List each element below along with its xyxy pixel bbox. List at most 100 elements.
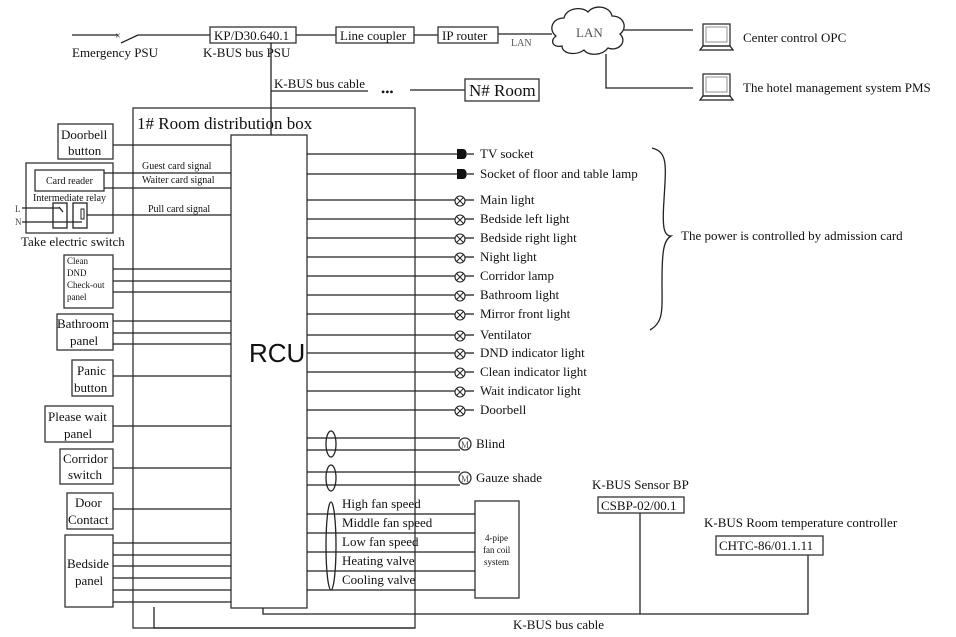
lamp-icon — [454, 386, 466, 398]
ip-router-label: IP router — [442, 28, 488, 43]
fan-coil-line3: system — [484, 557, 509, 567]
bedside-panel-line1: Bedside — [67, 556, 109, 571]
lamp-output: Main light — [307, 192, 535, 207]
lamp-icon — [454, 405, 466, 417]
lamp-output: Clean indicator light — [307, 364, 587, 379]
fan-coil-line1: 4-pipe — [485, 533, 508, 543]
lamp-icon — [454, 233, 466, 245]
fan-coil-line-label: Middle fan speed — [342, 515, 433, 530]
socket-output: TV socket — [307, 146, 534, 161]
output-label: Night light — [480, 249, 537, 264]
bathroom-panel-line2: panel — [70, 333, 99, 348]
fan-coil-line-label: Low fan speed — [342, 534, 419, 549]
doorbell-button-line1: Doorbell — [61, 127, 108, 142]
output-label: Corridor lamp — [480, 268, 554, 283]
output-label: DND indicator light — [480, 345, 585, 360]
emergency-psu-label: Emergency PSU — [72, 45, 159, 60]
distribution-box-title: 1# Room distribution box — [137, 114, 313, 133]
socket-output: Socket of floor and table lamp — [307, 166, 638, 181]
lamp-output: Mirror front light — [307, 306, 571, 321]
lan-cloud-icon — [551, 6, 625, 55]
output-label: Main light — [480, 192, 535, 207]
fan-coil-line-label: Heating valve — [342, 553, 415, 568]
computer-label: The hotel management system PMS — [743, 80, 931, 95]
lamp-icon — [454, 348, 466, 360]
blind-output: M Blind — [307, 430, 505, 458]
take-electric-switch-label: Take electric switch — [21, 234, 125, 249]
n-room-box — [464, 78, 540, 102]
panic-button-line2: button — [74, 380, 108, 395]
switch-cross-icon: × — [115, 31, 121, 42]
bathroom-panel-box — [56, 313, 114, 351]
output-label: Mirror front light — [480, 306, 571, 321]
relay-contact — [52, 202, 68, 229]
rcu-label: RCU — [249, 338, 305, 368]
panic-button-box — [71, 359, 114, 397]
thermostat-model: CHTC-86/01.1.11 — [719, 538, 813, 553]
lamp-icon — [454, 195, 466, 207]
door-contact-line2: Contact — [68, 512, 109, 527]
output-label: Bedside left light — [480, 211, 570, 226]
output-label: Ventilator — [480, 327, 532, 342]
blind-label: Blind — [476, 436, 505, 451]
psu-label: K-BUS bus PSU — [203, 45, 291, 60]
laptop-icon — [698, 23, 735, 51]
clean-panel-line2: DND — [67, 268, 87, 278]
rcu-box — [230, 134, 308, 609]
lamp-output: Bathroom light — [307, 287, 559, 302]
lamp-icon — [454, 367, 466, 379]
please-wait-line1: Please wait — [48, 409, 107, 424]
gauze-shade-label: Gauze shade — [476, 470, 542, 485]
lamp-output: Bedside left light — [307, 211, 570, 226]
output-label: TV socket — [480, 146, 534, 161]
clean-panel-line4: panel — [67, 292, 87, 302]
fan-coil-box — [474, 500, 520, 599]
bus-cable-label: K-BUS bus cable — [274, 76, 365, 91]
line-coupler-label: Line coupler — [340, 28, 407, 43]
output-label: Bedside right light — [480, 230, 577, 245]
socket-icon — [457, 169, 467, 179]
motor-icon — [458, 471, 472, 485]
panic-button-line1: Panic — [77, 363, 106, 378]
card-reader-label: Card reader — [46, 176, 94, 187]
ip-router-box — [437, 26, 499, 44]
center-control-opc: Center control OPC — [698, 23, 846, 51]
clean-panel-line3: Check-out — [67, 280, 105, 290]
lamp-output: DND indicator light — [307, 345, 585, 360]
bedside-panel-line2: panel — [75, 573, 104, 588]
lamp-icon — [454, 330, 466, 342]
L-label: L — [15, 204, 21, 214]
lamp-output: Night light — [307, 249, 537, 264]
laptop-icon — [698, 73, 735, 101]
please-wait-line2: panel — [64, 426, 93, 441]
pull-card-signal: Pull card signal — [148, 204, 210, 215]
hotel-pms: The hotel management system PMS — [698, 73, 931, 101]
psu-model: KP/D30.640.1 — [214, 28, 289, 43]
socket-icon — [457, 149, 467, 159]
bathroom-panel-line1: Bathroom — [57, 316, 109, 331]
lamp-output: Ventilator — [307, 327, 532, 342]
guest-card-signal: Guest card signal — [142, 161, 212, 172]
lamp-output: Wait indicator light — [307, 383, 581, 398]
computer-label: Center control OPC — [743, 30, 846, 45]
thermostat-model-box — [715, 535, 824, 556]
bedside-panel-box — [64, 534, 114, 608]
bottom-bus-cable-label: K-BUS bus cable — [513, 617, 604, 632]
output-label: Wait indicator light — [480, 383, 581, 398]
thermostat-title: K-BUS Room temperature controller — [704, 515, 898, 530]
fan-coil-line2: fan coil — [483, 545, 511, 555]
clean-panel-line1: Clean — [67, 256, 88, 266]
brace-note: The power is controlled by admission car… — [681, 228, 903, 243]
svg-text:M: M — [461, 440, 469, 450]
door-contact-box — [66, 492, 114, 530]
sensor-model-box — [597, 496, 685, 514]
brace-icon — [649, 147, 674, 331]
intermediate-relay-label: Intermediate relay — [33, 193, 106, 204]
lamp-icon — [454, 290, 466, 302]
waiter-card-signal: Waiter card signal — [142, 175, 215, 186]
doorbell-button-line2: button — [68, 143, 102, 158]
output-label: Socket of floor and table lamp — [480, 166, 638, 181]
gauze-shade-output: M Gauze shade — [307, 464, 542, 492]
output-label: Doorbell — [480, 402, 527, 417]
